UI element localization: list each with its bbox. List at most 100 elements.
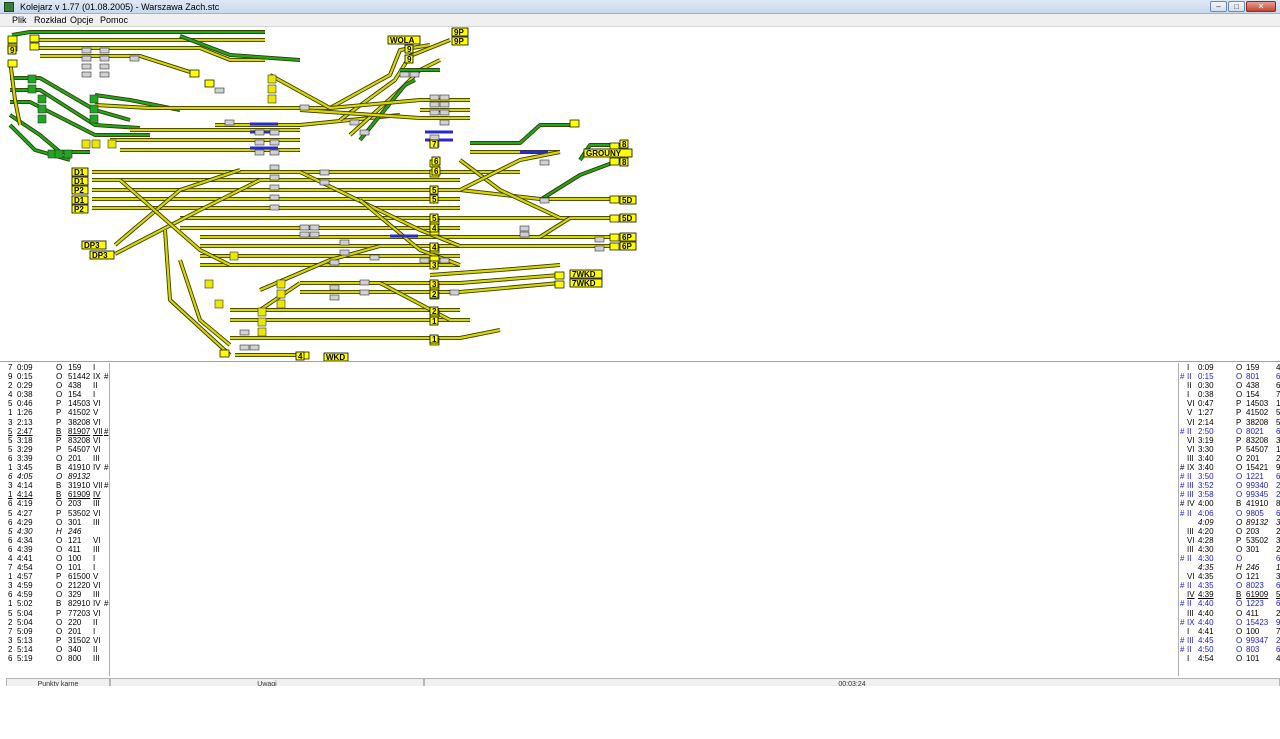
switch-block-13[interactable] xyxy=(269,129,280,136)
station-block-1[interactable] xyxy=(267,74,277,84)
departure-row[interactable]: #II4:50O8036 xyxy=(1179,645,1280,654)
switch-block-55[interactable] xyxy=(249,344,260,351)
track-label-d1b[interactable]: D1 xyxy=(71,176,89,186)
track-lines[interactable] xyxy=(8,30,621,357)
signal-icon[interactable] xyxy=(609,195,620,204)
track-label-d1a[interactable]: D1 xyxy=(71,167,89,177)
station-block-13[interactable] xyxy=(204,279,214,289)
departure-row[interactable]: #II4:40O12236 xyxy=(1179,599,1280,608)
switch-block-48[interactable] xyxy=(439,257,450,264)
signal-icon[interactable] xyxy=(204,79,215,88)
switch-block-62[interactable] xyxy=(519,231,530,238)
switch-block-57[interactable] xyxy=(359,129,370,136)
signal-icon[interactable] xyxy=(219,349,230,358)
switch-block-25[interactable] xyxy=(429,109,440,116)
signal-icon[interactable] xyxy=(569,119,580,128)
switch-block-11[interactable] xyxy=(224,119,235,126)
track-label-d5a[interactable]: 5D xyxy=(619,195,637,205)
switch-block-20[interactable] xyxy=(409,71,420,78)
station-block-2[interactable] xyxy=(267,84,277,94)
track-east-1[interactable] xyxy=(470,123,570,145)
track-label-n4a[interactable]: 4 xyxy=(429,223,439,233)
switch-block-58[interactable] xyxy=(594,236,605,243)
track-wola-3[interactable] xyxy=(349,59,441,136)
switch-block-1[interactable] xyxy=(81,47,92,54)
station-block-6[interactable] xyxy=(107,139,117,149)
station-block-9[interactable] xyxy=(276,299,286,309)
signal-icon[interactable] xyxy=(609,157,620,166)
menu-rozklad[interactable]: Rozkład xyxy=(34,15,67,25)
track-label-dp3b[interactable]: DP3 xyxy=(89,250,115,260)
crossover-14[interactable] xyxy=(429,263,561,277)
track-label-n5a[interactable]: 5 xyxy=(429,185,439,195)
switch-block-12[interactable] xyxy=(254,129,265,136)
track-label-p9a[interactable]: 9P xyxy=(451,27,469,37)
station-block-3[interactable] xyxy=(267,94,277,104)
switch-block-3[interactable] xyxy=(81,63,92,70)
switch-block-45[interactable] xyxy=(329,259,340,266)
track-wola-1[interactable] xyxy=(329,43,431,109)
track-label-d5b[interactable]: 5D xyxy=(619,213,637,223)
track-label-n5b[interactable]: 5 xyxy=(429,194,439,204)
switch-block-6[interactable] xyxy=(99,55,110,62)
switch-block-50[interactable] xyxy=(329,294,340,301)
station-block-14[interactable] xyxy=(214,299,224,309)
crossover-12[interactable] xyxy=(379,282,470,322)
crossover-3[interactable] xyxy=(119,179,231,266)
menu-plik[interactable]: Plik xyxy=(12,15,27,25)
main-track-13[interactable] xyxy=(300,281,561,294)
departure-row[interactable]: #II0:15O8016 xyxy=(1179,372,1280,381)
occupied-block-4[interactable] xyxy=(37,104,47,114)
track-yard-2[interactable] xyxy=(10,88,141,130)
switch-block-53[interactable] xyxy=(239,329,250,336)
departure-row[interactable]: #IV4:00B419108 xyxy=(1179,499,1280,508)
main-track-16[interactable] xyxy=(230,328,501,340)
signal-icon[interactable] xyxy=(7,59,18,68)
switch-block-7[interactable] xyxy=(99,63,110,70)
switch-block-26[interactable] xyxy=(439,109,450,116)
switch-block-59[interactable] xyxy=(594,245,605,252)
track-east-3[interactable] xyxy=(539,158,621,201)
switch-block-38[interactable] xyxy=(319,179,330,186)
track-label-n9a[interactable]: 9 xyxy=(404,44,414,54)
station-label-grouny[interactable]: GROUNY xyxy=(583,148,633,158)
switch-block-4[interactable] xyxy=(81,71,92,78)
signal-icon[interactable] xyxy=(29,42,40,51)
track-label-n2a[interactable]: 2 xyxy=(429,289,439,299)
switch-block-23[interactable] xyxy=(429,101,440,108)
departure-row[interactable]: #II3:50O12216 xyxy=(1179,472,1280,481)
switch-block-5[interactable] xyxy=(99,47,110,54)
crossover-4[interactable] xyxy=(299,171,461,248)
occupied-block-11[interactable] xyxy=(63,149,73,159)
departures-timetable[interactable]: I0:09O1594#II0:15O8016II0:30O4386I0:38O1… xyxy=(1178,363,1280,676)
track-label-p9b[interactable]: 9P xyxy=(451,36,469,46)
departure-row[interactable]: 4:35H2461 xyxy=(1179,563,1280,572)
track-mid-3[interactable] xyxy=(299,108,470,120)
track-label-n6b[interactable]: 6 xyxy=(431,166,441,176)
departure-row[interactable]: #IX4:40O154239 xyxy=(1179,618,1280,627)
switch-block-60[interactable] xyxy=(449,289,460,296)
station-label-wola[interactable]: WOLA xyxy=(387,35,421,45)
occupied-block-1[interactable] xyxy=(27,74,37,84)
signal-icon[interactable] xyxy=(554,271,565,280)
